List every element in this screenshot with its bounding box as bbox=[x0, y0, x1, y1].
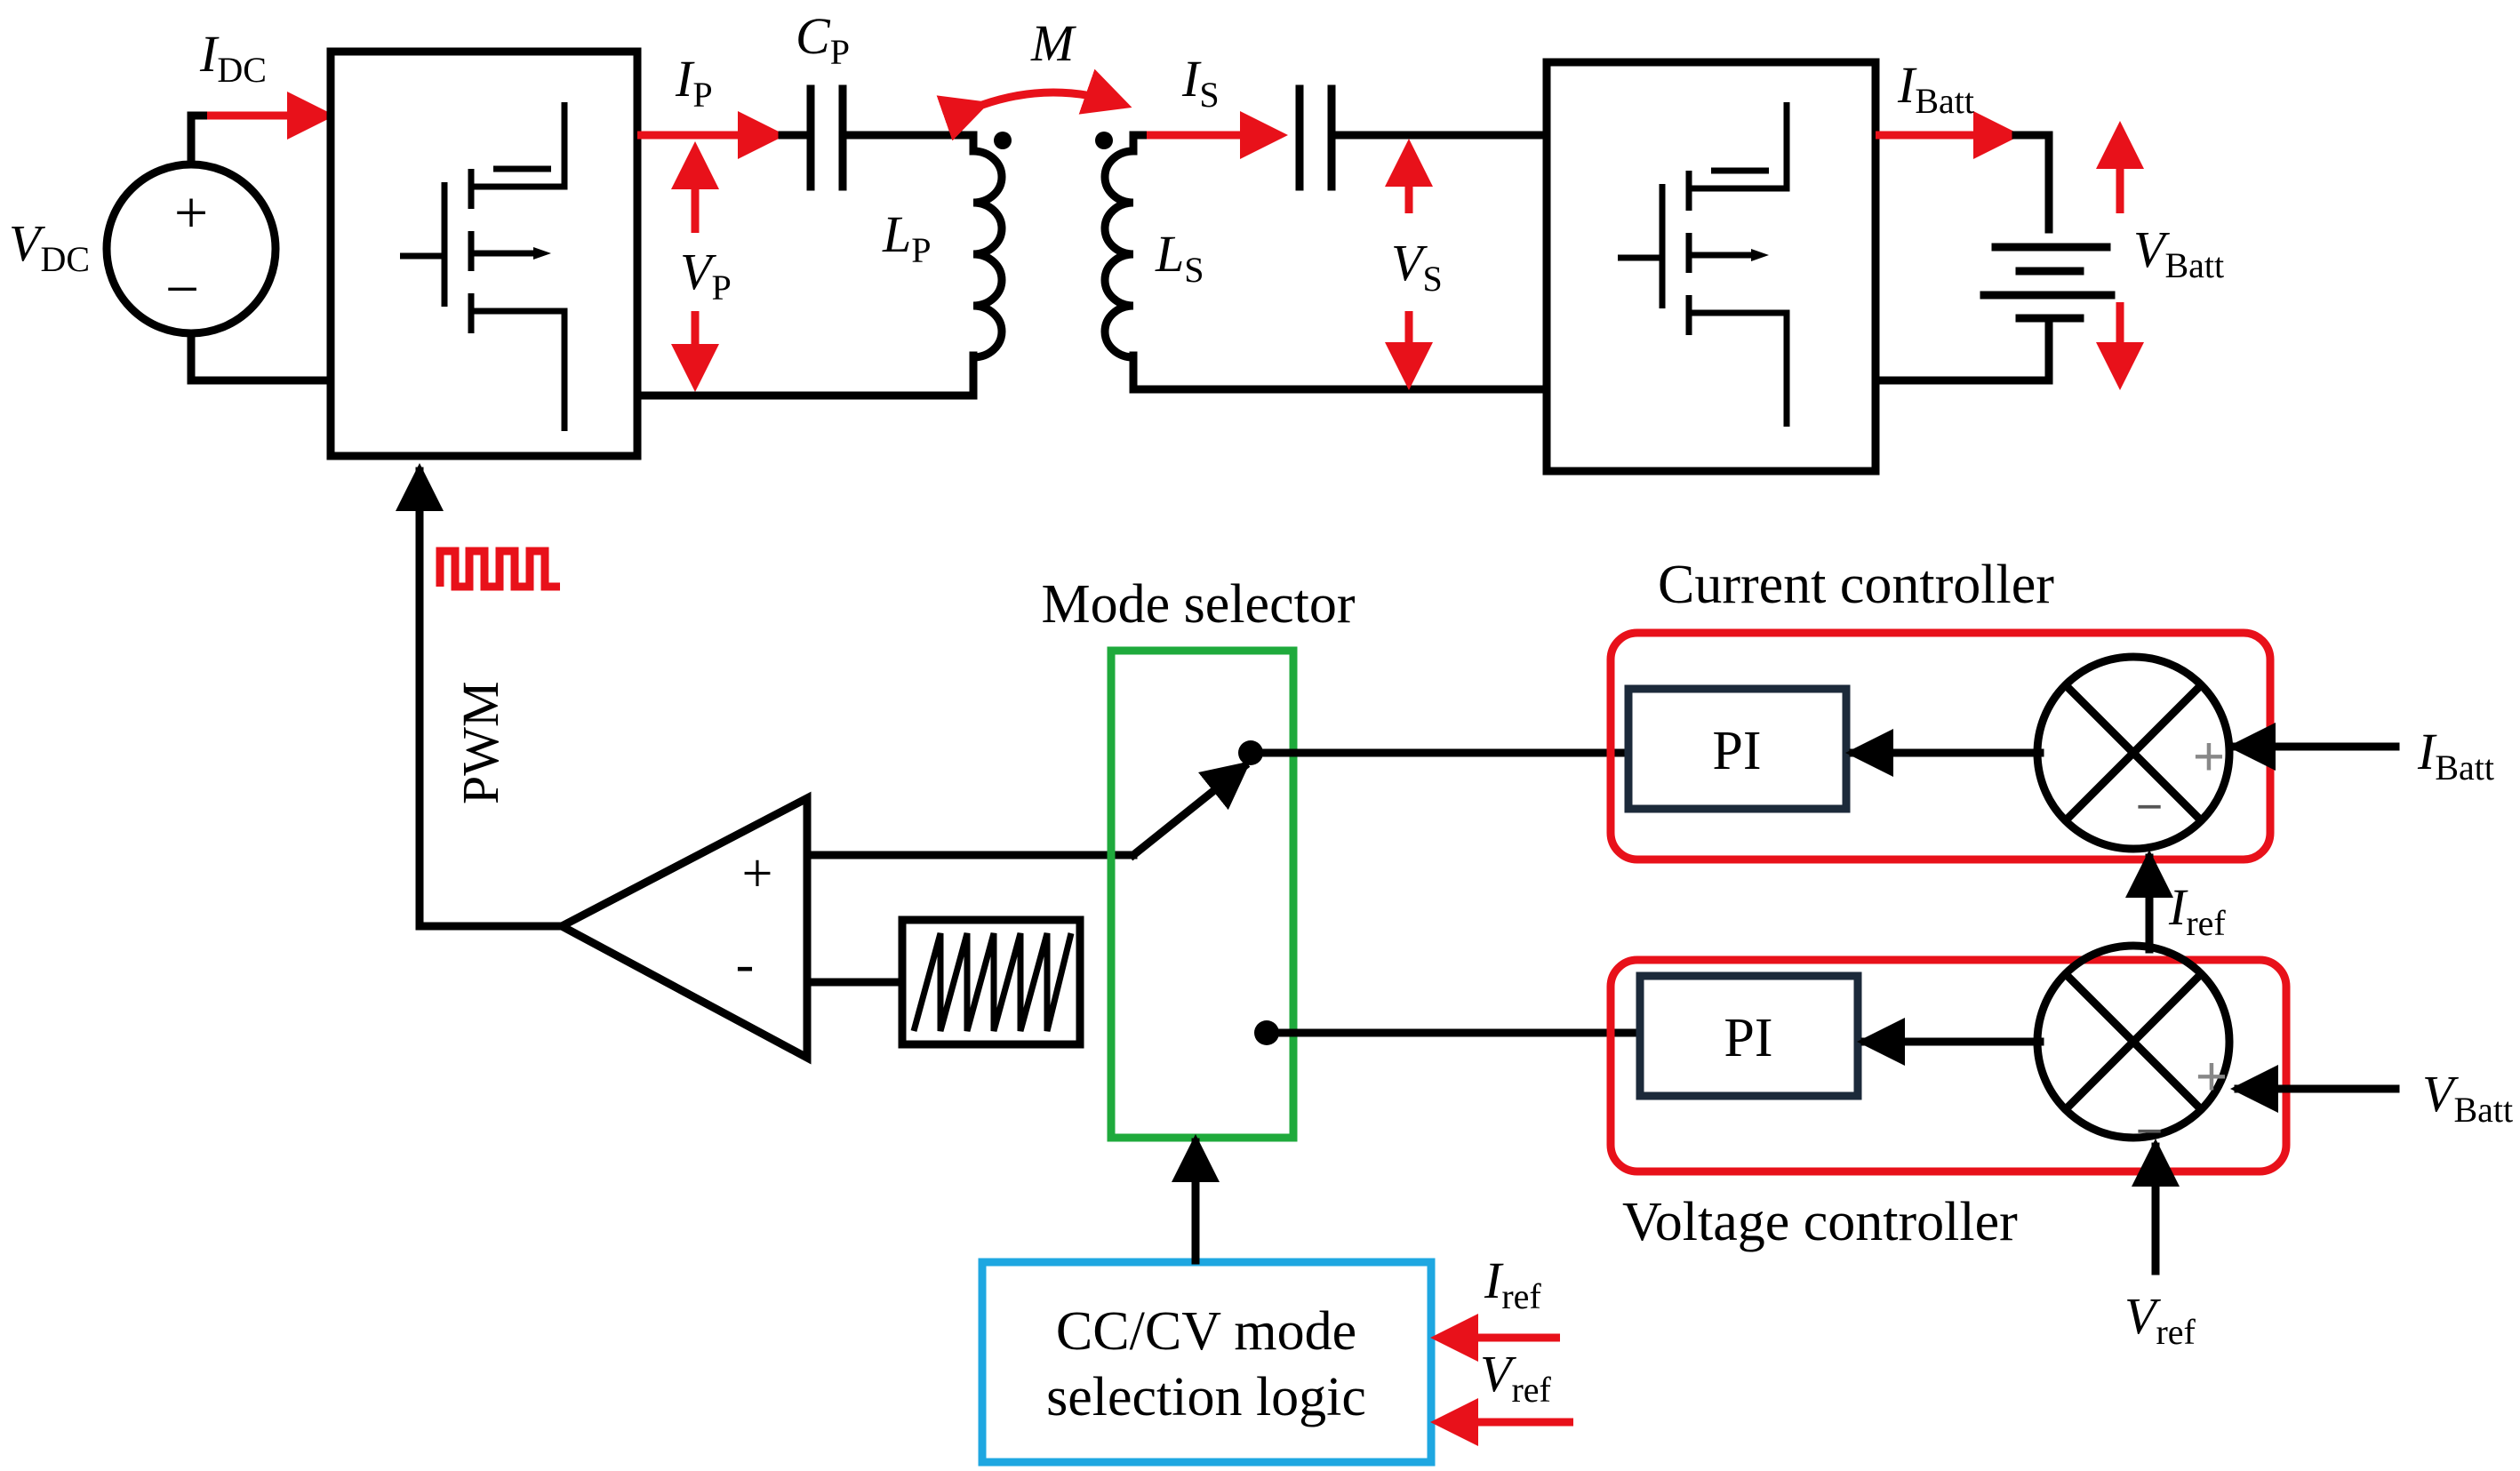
primary-bottom-wire bbox=[633, 351, 978, 400]
logic-iref-label: Iref bbox=[1484, 1251, 1541, 1316]
vbatt-label: VBatt bbox=[2133, 220, 2224, 285]
comparator bbox=[553, 791, 812, 1065]
switch-arm bbox=[1127, 760, 1252, 861]
logic-vref-label: Vref bbox=[1480, 1345, 1552, 1410]
vbatt-input-label: VBatt bbox=[2422, 1065, 2513, 1130]
vdc-label: VDC bbox=[9, 214, 90, 279]
battery-icon bbox=[1980, 243, 2116, 323]
pi-voltage-box bbox=[1636, 971, 1862, 1100]
current-sum-plus: + bbox=[2193, 726, 2225, 787]
source-plus: + bbox=[174, 179, 208, 246]
voltage-controller-box bbox=[1606, 955, 2291, 1176]
secondary-bottom-wire bbox=[1129, 351, 1551, 394]
lp-coil bbox=[969, 147, 1006, 362]
vp-label: VP bbox=[680, 243, 732, 308]
cp-capacitor bbox=[806, 84, 847, 191]
iref-mid-label: Iref bbox=[2168, 878, 2226, 943]
comparator-minus: - bbox=[736, 934, 755, 995]
cp-label: CP bbox=[796, 7, 850, 72]
battery-bottom-wire bbox=[1871, 314, 2053, 385]
mode-selector-title: Mode selector bbox=[1042, 574, 1356, 635]
voltage-summing-junction bbox=[2033, 941, 2234, 1142]
pi-current-label: PI bbox=[1712, 721, 1761, 781]
mutual-inductance-arrow bbox=[936, 68, 1132, 141]
primary-dot bbox=[994, 132, 1012, 149]
pwm-label: PWM bbox=[452, 681, 509, 804]
battery-top-wire bbox=[2012, 131, 2053, 234]
current-controller-title: Current controller bbox=[1658, 555, 2054, 615]
current-sum-minus: − bbox=[2136, 781, 2163, 833]
rectifier-mosfet-icon bbox=[1618, 102, 1790, 427]
mode-selector-box bbox=[1107, 646, 1298, 1142]
source-top-wire bbox=[187, 111, 212, 169]
pi-voltage-label: PI bbox=[1724, 1008, 1772, 1068]
ls-label: LS bbox=[1155, 225, 1204, 290]
source-minus: − bbox=[165, 255, 199, 323]
logic-line2: selection logic bbox=[1046, 1367, 1366, 1427]
secondary-dot bbox=[1095, 132, 1113, 149]
voltage-sum-plus: + bbox=[2196, 1046, 2228, 1107]
ip-label: IP bbox=[675, 50, 713, 115]
cc-cv-logic-box bbox=[978, 1258, 1436, 1467]
ls-coil bbox=[1100, 147, 1138, 362]
voltage-controller-title: Voltage controller bbox=[1622, 1192, 2018, 1252]
secondary-top-wire bbox=[1129, 131, 1151, 156]
lp-label: LP bbox=[882, 205, 932, 270]
vs-label: VS bbox=[1391, 234, 1443, 299]
pwm-waveform-icon bbox=[436, 547, 560, 591]
inverter-mosfet-icon bbox=[400, 102, 568, 431]
pi-current-box bbox=[1624, 684, 1851, 813]
dc-source: + − bbox=[102, 160, 280, 338]
cs-capacitor bbox=[1295, 84, 1336, 191]
source-bottom-wire bbox=[187, 329, 335, 385]
rectifier-box bbox=[1542, 58, 1880, 476]
comparator-plus: + bbox=[742, 843, 773, 904]
inverter-box bbox=[326, 47, 642, 460]
vref-bottom-label: Vref bbox=[2124, 1287, 2196, 1352]
m-label: M bbox=[1030, 14, 1076, 72]
sawtooth-wave-icon bbox=[910, 932, 1075, 1032]
ibatt-input-label: IBatt bbox=[2417, 723, 2494, 787]
logic-line1: CC/CV mode bbox=[1056, 1301, 1356, 1362]
idc-label: IDC bbox=[199, 25, 267, 90]
sawtooth-generator bbox=[898, 915, 1084, 1049]
is-label: IS bbox=[1181, 50, 1220, 115]
ibatt-label: IBatt bbox=[1897, 56, 1974, 121]
